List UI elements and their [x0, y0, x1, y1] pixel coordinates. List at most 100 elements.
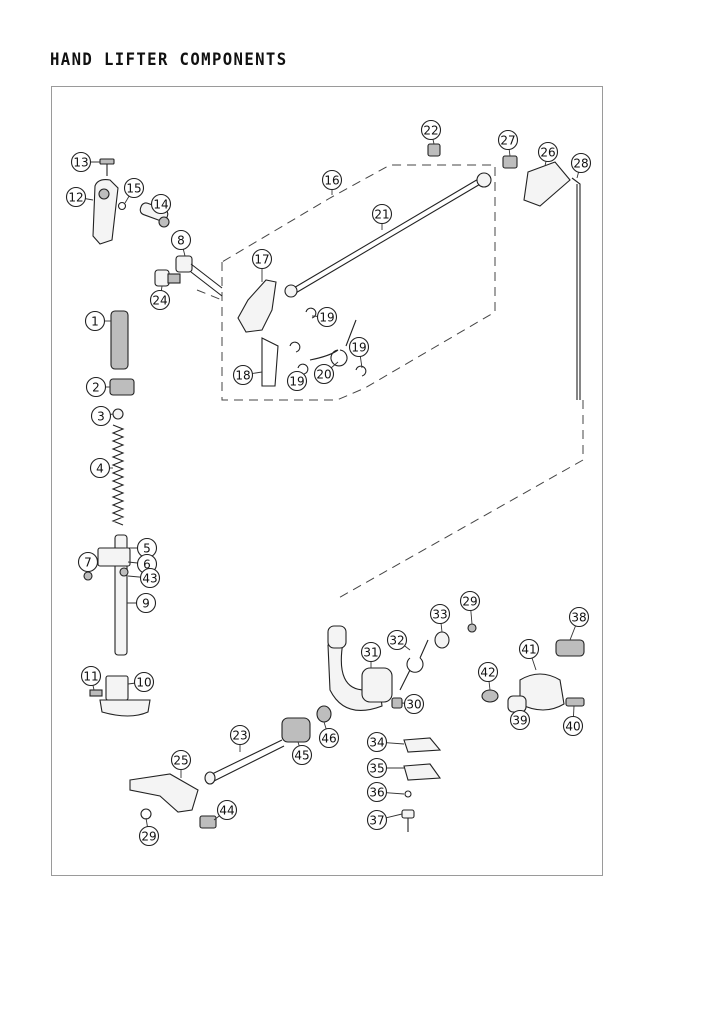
part-29-ring-b: [140, 808, 152, 820]
callout-label: 10: [136, 676, 151, 690]
part-13-screw: [99, 158, 115, 176]
callout-label: 23: [232, 729, 247, 743]
callout-40: 40: [562, 715, 584, 737]
callout-35: 35: [366, 757, 388, 779]
callout-label: 17: [254, 253, 269, 267]
callout-30: 30: [403, 693, 425, 715]
part-33-washer: [434, 631, 450, 649]
callout-29: 29: [459, 590, 481, 612]
callout-label: 25: [173, 754, 188, 768]
part-39-bushing: [507, 695, 527, 713]
callout-43: 43: [139, 567, 161, 589]
callout-label: 2: [92, 381, 100, 395]
callout-33: 33: [429, 603, 451, 625]
callout-label: 19: [289, 375, 304, 389]
callout-10: 10: [133, 671, 155, 693]
part-15-washer: [117, 201, 127, 211]
callout-label: 22: [423, 124, 438, 138]
callout-label: 44: [219, 804, 234, 818]
part-37-screw: [401, 809, 415, 832]
part-23-shaft: [204, 739, 285, 785]
part-26-plate: [523, 161, 571, 207]
callout-38: 38: [568, 606, 590, 628]
callout-label: 46: [321, 732, 336, 746]
callout-29: 29: [138, 825, 160, 847]
part-22-screw: [427, 143, 441, 157]
callout-22: 22: [420, 119, 442, 141]
callout-label: 34: [369, 736, 384, 750]
callout-label: 37: [369, 814, 384, 828]
callout-14: 14: [150, 193, 172, 215]
page-title: HAND LIFTER COMPONENTS: [50, 50, 288, 70]
callout-label: 36: [369, 786, 384, 800]
callout-32: 32: [386, 629, 408, 651]
part-8-bushing: [175, 255, 223, 297]
callout-label: 4: [96, 462, 104, 476]
guide-line-28: [334, 400, 584, 601]
group-16-outline: [221, 164, 496, 401]
part-24-bushing: [154, 269, 181, 287]
callout-34: 34: [366, 731, 388, 753]
callout-label: 16: [324, 174, 339, 188]
callout-19: 19: [316, 306, 338, 328]
callout-label: 32: [389, 634, 404, 648]
callout-23: 23: [229, 724, 251, 746]
callout-36: 36: [366, 781, 388, 803]
part-41-block: [519, 673, 565, 711]
callout-label: 31: [363, 646, 378, 660]
callout-label: 43: [142, 572, 157, 586]
part-18-link: [261, 337, 279, 387]
part-32-spring: [399, 639, 429, 691]
callout-25: 25: [170, 749, 192, 771]
callout-5: 5: [136, 537, 158, 559]
callout-label: 42: [480, 666, 495, 680]
callout-17: 17: [251, 248, 273, 270]
part-1-handle: [110, 310, 129, 370]
callout-21: 21: [371, 203, 393, 225]
callout-41: 41: [518, 638, 540, 660]
callout-label: 8: [177, 234, 185, 248]
part-40-screw: [565, 697, 585, 707]
part-28-rod: [571, 177, 581, 400]
callout-11: 11: [80, 665, 102, 687]
callout-8: 8: [170, 229, 192, 251]
callout-label: 40: [565, 720, 580, 734]
part-2-knob: [109, 378, 135, 396]
callout-20: 20: [313, 363, 335, 385]
callout-7: 7: [77, 551, 99, 573]
guide-line-8: [196, 289, 223, 301]
callout-label: 29: [462, 595, 477, 609]
part-36-washer: [404, 790, 412, 798]
callout-16: 16: [321, 169, 343, 191]
callout-label: 14: [153, 198, 168, 212]
callout-label: 5: [143, 542, 151, 556]
part-21-rod: [284, 172, 492, 298]
callout-label: 1: [91, 315, 99, 329]
callout-label: 27: [500, 134, 515, 148]
part-27-screw: [502, 155, 518, 169]
callout-label: 19: [319, 311, 334, 325]
callout-1: 1: [84, 310, 106, 332]
part-9-presser-bar: [83, 534, 131, 656]
callout-39: 39: [509, 709, 531, 731]
part-35-plate: [403, 763, 442, 781]
callout-label: 12: [68, 191, 83, 205]
callout-label: 28: [573, 157, 588, 171]
callout-label: 7: [84, 556, 92, 570]
part-19-clip-d: [355, 365, 367, 377]
callout-label: 19: [351, 341, 366, 355]
part-38-bushing: [555, 639, 585, 657]
callout-label: 41: [521, 643, 536, 657]
callout-label: 29: [141, 830, 156, 844]
part-17-plate: [237, 279, 277, 333]
callout-label: 24: [152, 294, 167, 308]
callout-15: 15: [123, 177, 145, 199]
callout-label: 18: [235, 369, 250, 383]
part-10-presser-foot: [89, 675, 151, 717]
part-29-ring-a: [467, 623, 477, 633]
callout-24: 24: [149, 289, 171, 311]
callout-44: 44: [216, 799, 238, 821]
part-3-ring: [112, 408, 124, 420]
callout-27: 27: [497, 129, 519, 151]
